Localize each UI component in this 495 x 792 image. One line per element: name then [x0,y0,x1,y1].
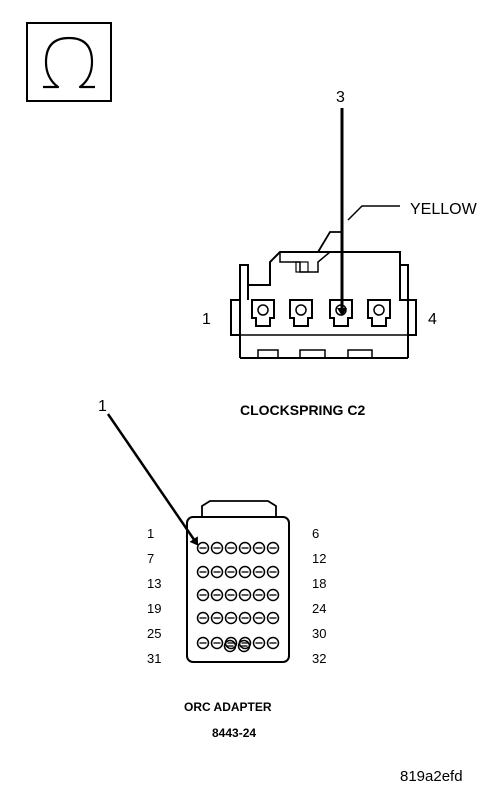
orc-pin [223,639,237,653]
orc-pin [224,611,238,625]
pin-label-1: 1 [202,311,211,328]
probe-callout-3: 3 [336,89,345,106]
row-label-right: 24 [312,601,326,616]
row-label-right: 30 [312,626,326,641]
probe-callout-1: 1 [98,398,107,415]
orc-pin [210,588,224,602]
orc-adapter-connector: 1 1 7 13 19 25 31 6 12 18 24 30 32 ORC A… [98,398,326,740]
row-label-left: 25 [147,626,161,641]
clockspring-c2-connector: 3 YELLOW 1 4 CLOCKSPRING C2 [202,89,478,418]
row-label-right: 18 [312,576,326,591]
orc-pin [196,541,210,555]
row-label-right: 6 [312,526,319,541]
terminal-cavity [251,299,275,327]
orc-adapter-tab [201,500,277,517]
row-label-left: 7 [147,551,154,566]
orc-pin [266,588,280,602]
orc-pin [238,541,252,555]
orc-pin [224,565,238,579]
orc-pin [196,565,210,579]
row-label-left: 13 [147,576,161,591]
orc-pin [252,541,266,555]
orc-pin [252,588,266,602]
terminal-cavity [367,299,391,327]
orc-pin [210,541,224,555]
clockspring-housing [230,251,417,358]
wire-color-label: YELLOW [410,201,478,218]
wire-color-leader [347,205,400,221]
orc-adapter-body [186,516,290,663]
row-label-left: 31 [147,651,161,666]
orc-pin [238,588,252,602]
row-label-right: 12 [312,551,326,566]
orc-pin [266,541,280,555]
row-label-left: 19 [147,601,161,616]
orc-adapter-part-number: 8443-24 [212,726,256,740]
orc-pin [266,636,280,650]
orc-adapter-title: ORC ADAPTER [184,700,272,714]
ohmmeter-symbol [26,22,112,102]
orc-pin [196,588,210,602]
row-label-right: 32 [312,651,326,666]
orc-adapter-pin-grid [196,541,280,653]
ohmmeter-frame [26,22,112,102]
orc-pin [252,636,266,650]
orc-pin [224,541,238,555]
orc-pin [196,636,210,650]
orc-pin [252,611,266,625]
orc-pin [210,636,224,650]
orc-pin [237,639,251,653]
terminal-cavity [289,299,313,327]
orc-pin [252,565,266,579]
orc-pin [210,565,224,579]
orc-pin [238,611,252,625]
probe-arrow-pin-1 [106,413,199,546]
orc-pin [196,611,210,625]
pin-label-4: 4 [428,311,437,328]
ohm-icon [43,36,95,89]
orc-pin [224,588,238,602]
orc-pin [266,565,280,579]
orc-pin [266,611,280,625]
orc-pin [210,611,224,625]
row-label-left: 1 [147,526,154,541]
figure-id: 819a2efd [400,768,463,785]
clockspring-title: CLOCKSPRING C2 [240,402,365,418]
orc-pin [238,565,252,579]
